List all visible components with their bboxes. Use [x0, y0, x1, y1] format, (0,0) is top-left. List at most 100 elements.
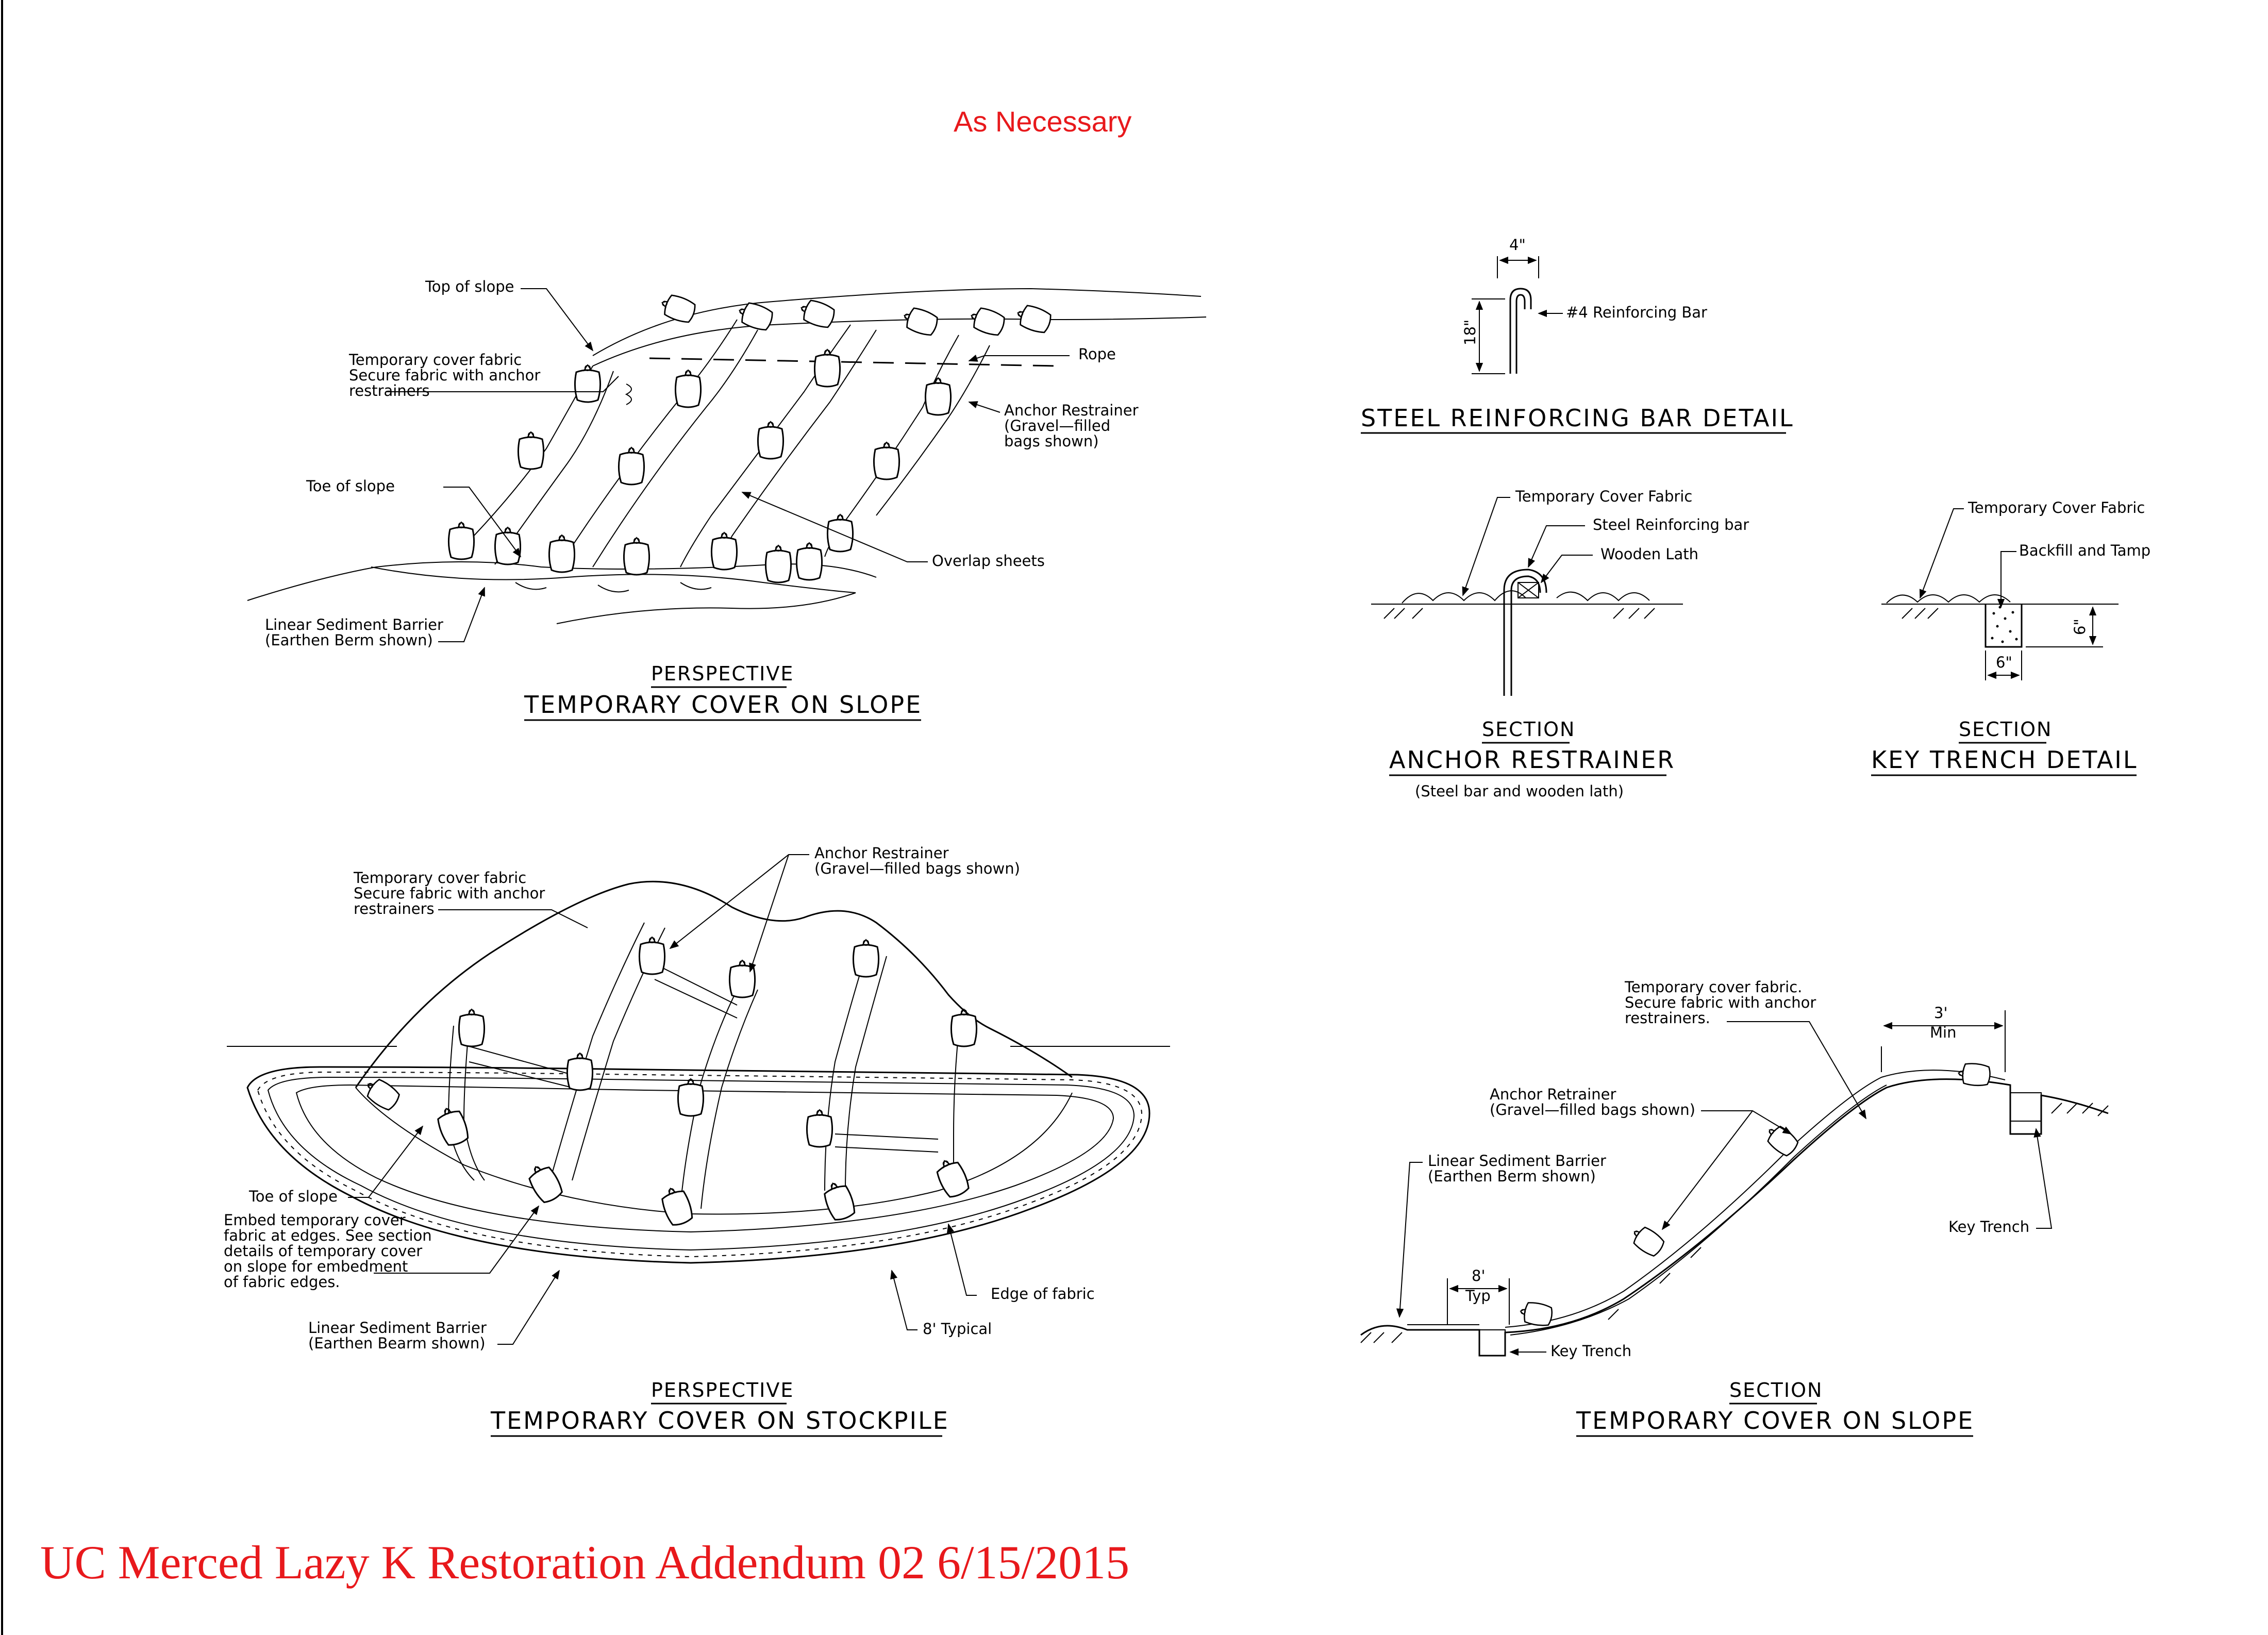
label-fabric: Secure fabric with anchor — [354, 885, 545, 902]
view-label: PERSPECTIVE — [651, 1379, 794, 1402]
backfill-dots — [1991, 606, 2018, 643]
detail-title: TEMPORARY COVER ON SLOPE — [1576, 1407, 1974, 1434]
label-typical: 8' Typical — [923, 1320, 992, 1338]
anchor-bag — [932, 1155, 973, 1201]
label-edge: Edge of fabric — [991, 1285, 1095, 1303]
label-fabric: restrainers. — [1625, 1009, 1710, 1027]
berm-texture — [257, 1071, 1143, 1258]
detail-title: TEMPORARY COVER ON SLOPE — [524, 691, 922, 719]
anchor-bag — [820, 1178, 858, 1224]
leader-barrier — [1396, 1162, 1423, 1318]
leader-barrier — [438, 587, 485, 642]
label-anchor: Anchor Restrainer — [814, 844, 949, 862]
label-embed: on slope for embedment — [224, 1258, 408, 1275]
label-barrier: Linear Sediment Barrier — [265, 616, 443, 633]
label-key-trench: Key Trench — [1550, 1342, 1631, 1360]
slope-fabric-profile — [1407, 1070, 2006, 1328]
label-barrier: Linear Sediment Barrier — [308, 1319, 487, 1337]
anchor-bag — [494, 526, 522, 565]
berm-line-lower — [556, 592, 856, 624]
leader-lath — [1540, 555, 1593, 583]
anchor-bag — [795, 542, 823, 581]
leader-fabric — [1727, 1021, 1866, 1120]
leader-backfill — [1997, 551, 2016, 608]
label-fabric: Secure fabric with anchor — [1625, 994, 1816, 1011]
anchor-bag — [566, 1052, 594, 1091]
anchor-bag — [764, 544, 792, 583]
anchor-bag — [826, 513, 854, 553]
leader-anchor — [1661, 1110, 1753, 1230]
label-embed: of fabric edges. — [224, 1273, 340, 1291]
leader-fabric — [438, 909, 588, 928]
anchor-bag — [674, 369, 702, 408]
detail-title: ANCHOR RESTRAINER — [1389, 746, 1675, 774]
leader-key-trench — [2033, 1128, 2053, 1229]
anchor-bag — [1761, 1121, 1802, 1159]
anchor-bag — [966, 304, 1008, 339]
leader-anchor — [968, 401, 1000, 413]
label-anchor: (Gravel—filled — [1004, 417, 1110, 435]
label-fabric: restrainers — [349, 382, 430, 399]
label-fabric: Temporary cover fabric — [348, 351, 522, 369]
fabric-strip — [824, 953, 887, 1191]
label-fabric: Temporary Cover Fabric — [1515, 488, 1692, 505]
stockpile-detail: Anchor Restrainer (Gravel—filled bags sh… — [224, 844, 1170, 1437]
label-barrier: (Earthen Berm shown) — [265, 631, 433, 649]
stockpile-fabric-edge — [355, 1087, 1073, 1215]
dim-bottom-sub: Typ — [1465, 1287, 1491, 1305]
anchor-bag — [623, 537, 651, 576]
leader-anchor — [669, 854, 809, 949]
rebar-shape — [1509, 288, 1532, 374]
stockpile-fabric-outline — [355, 880, 1073, 1088]
leader-edge — [947, 1223, 977, 1296]
cross-tie — [469, 1046, 573, 1088]
label-embed: Embed temporary cover — [224, 1211, 406, 1229]
leader-top-of-slope — [521, 288, 594, 352]
label-anchor: Anchor Retrainer — [1490, 1086, 1616, 1103]
dim-width-label: 4" — [1509, 236, 1526, 254]
anchor-bar-inner — [1510, 575, 1541, 696]
ground-hatch — [1360, 1103, 2109, 1343]
label-key-trench: Key Trench — [1948, 1218, 2029, 1236]
anchor-bag — [458, 1008, 486, 1047]
anchor-bag — [873, 441, 900, 480]
key-trench-box — [1479, 1329, 1506, 1356]
label-fabric: Temporary cover fabric — [353, 869, 526, 887]
anchor-bag — [677, 1078, 705, 1117]
fabric-wave — [1886, 594, 2011, 604]
berm-middle — [267, 1076, 1135, 1251]
anchor-bag — [710, 531, 738, 571]
anchor-bag — [1517, 1299, 1555, 1328]
label-overlap: Overlap sheets — [932, 552, 1045, 570]
dim-top-label: 3' — [1934, 1004, 1947, 1022]
addendum-note: UC Merced Lazy K Restoration Addendum 02… — [40, 1536, 1129, 1589]
berm-inner — [295, 1084, 1114, 1233]
label-anchor: Anchor Restrainer — [1004, 402, 1139, 419]
wooden-lath — [1517, 582, 1539, 598]
view-label: SECTION — [1729, 1379, 1823, 1402]
rope-line — [649, 357, 1057, 367]
detail-subtitle: (Steel bar and wooden lath) — [1415, 782, 1624, 800]
anchor-bag — [638, 936, 666, 975]
dim-width-label: 6" — [1996, 654, 2012, 671]
ground-hatch — [1383, 608, 1655, 619]
slope-section-detail: Temporary cover fabric. Secure fabric wi… — [1360, 978, 2109, 1437]
dim-depth-label: 6" — [2071, 619, 2089, 635]
anchor-bag — [757, 421, 785, 460]
leader-anchor — [749, 854, 789, 973]
berm-hatch — [515, 582, 712, 593]
anchor-section-detail: Temporary Cover Fabric Steel Reinforcing… — [1371, 488, 1749, 800]
anchor-bag — [524, 1159, 566, 1206]
lath-x — [1517, 582, 1539, 598]
detail-title: TEMPORARY COVER ON STOCKPILE — [490, 1407, 949, 1434]
label-lath: Wooden Lath — [1600, 545, 1698, 563]
leader-fabric — [1462, 497, 1510, 596]
label-fabric: Temporary cover fabric. — [1624, 978, 1802, 996]
label-fabric: Temporary Cover Fabric — [1967, 499, 2145, 516]
view-label: PERSPECTIVE — [651, 662, 794, 685]
anchor-bag — [517, 431, 545, 470]
cross-tie — [654, 963, 738, 1019]
leader-embed — [374, 1205, 540, 1274]
leader-bar — [1528, 525, 1585, 568]
